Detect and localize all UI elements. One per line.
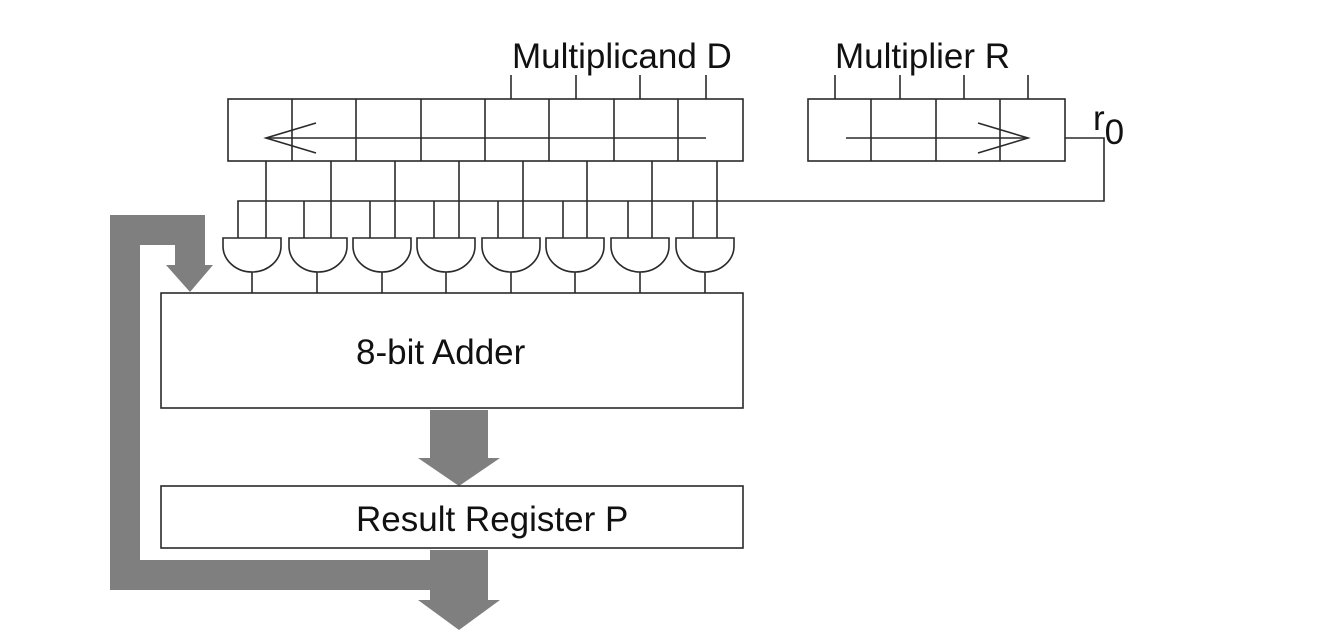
multiplier-register bbox=[807, 98, 1066, 162]
multiplier-label: Multiplier R bbox=[835, 37, 1010, 76]
and-gate-icon bbox=[545, 230, 605, 293]
and-gate-icon bbox=[481, 230, 541, 293]
adder-label: 8-bit Adder bbox=[356, 333, 526, 372]
result-register-label: Result Register P bbox=[356, 500, 628, 539]
and-gates bbox=[222, 230, 735, 293]
r-subscript: 0 bbox=[1105, 113, 1124, 152]
shift-right-arrow-icon bbox=[846, 122, 1031, 154]
and-gate-icon bbox=[222, 230, 282, 293]
multiplicand-input-lines bbox=[510, 75, 707, 99]
result-output-arrow bbox=[418, 550, 500, 630]
adder-box bbox=[160, 292, 744, 409]
r0-label: r0 bbox=[1093, 99, 1124, 152]
r-symbol: r bbox=[1093, 99, 1105, 138]
and-gate-icon bbox=[288, 230, 348, 293]
and-gate-icon bbox=[610, 230, 670, 293]
multiplicand-bit-lines bbox=[265, 161, 718, 230]
result-register-box bbox=[160, 485, 744, 549]
and-gate-icon bbox=[352, 230, 412, 293]
r0-control-line bbox=[237, 137, 1105, 230]
multiplier-input-lines bbox=[834, 75, 1029, 99]
adder-to-result-arrow bbox=[418, 410, 500, 486]
multiplicand-register bbox=[227, 98, 744, 162]
and-gate-icon bbox=[675, 230, 735, 293]
multiplicand-label: Multiplicand D bbox=[512, 37, 732, 76]
and-gate-icon bbox=[416, 230, 476, 293]
shift-left-arrow-icon bbox=[263, 122, 706, 154]
